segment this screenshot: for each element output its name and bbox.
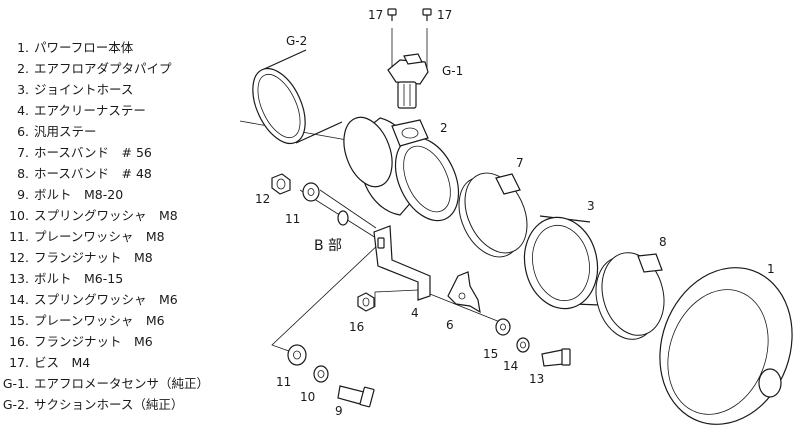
joint-hose <box>523 215 601 310</box>
parts-list-item: 8. ホースバンド # 48 <box>0 163 238 184</box>
part-number: 17. <box>9 355 29 370</box>
part-number: 13. <box>9 271 29 286</box>
part-number: 7. <box>17 145 29 160</box>
parts-list-item: 13. ボルト M6-15 <box>0 268 238 289</box>
spring-washer-m8 <box>313 365 329 383</box>
part-number: 16. <box>9 334 29 349</box>
callout-11-lower: 11 <box>276 375 291 389</box>
parts-list: 1. パワーフロー本体 2. エアフロアダプタパイプ 3. ジョイントホース 4. エア… <box>0 37 238 415</box>
callout-7: 7 <box>516 156 524 170</box>
callout-10: 10 <box>300 390 315 404</box>
parts-list-item: 9. ボルト M8-20 <box>0 184 238 205</box>
power-flow-body <box>659 267 793 425</box>
hose-band-48 <box>595 252 665 340</box>
callout-g2: G-2 <box>286 34 307 48</box>
parts-list-item: G-1. エアフロメータセンサ（純正） <box>0 373 238 394</box>
parts-list-item: 11. プレーンワッシャ M8 <box>0 226 238 247</box>
part-number: 9. <box>17 187 29 202</box>
part-name: 汎用ステー <box>34 124 97 139</box>
part-name: エアフロメータセンサ（純正） <box>34 376 210 391</box>
part-name: ホースバンド # 56 <box>34 145 152 160</box>
flange-nut-m8 <box>271 173 291 195</box>
callout-2: 2 <box>440 121 448 135</box>
airflow-adapter-pipe <box>343 116 460 222</box>
part-name: プレーンワッシャ M8 <box>34 229 165 244</box>
bolt-m6-15 <box>541 348 571 367</box>
callout-8: 8 <box>659 235 667 249</box>
plain-washer-m8-upper <box>302 182 320 202</box>
callout-3: 3 <box>587 199 595 213</box>
part-name: フランジナット M6 <box>34 334 153 349</box>
parts-list-item: 17. ビス M4 <box>0 352 238 373</box>
part-number: 14. <box>9 292 29 307</box>
parts-list-item: 7. ホースバンド # 56 <box>0 142 238 163</box>
part-name: エアクリーナステー <box>34 103 146 118</box>
callout-15: 15 <box>483 347 498 361</box>
parts-list-item: 15. プレーンワッシャ M6 <box>0 310 238 331</box>
callout-12: 12 <box>255 192 270 206</box>
screw-m4-right <box>422 8 432 21</box>
callout-16: 16 <box>349 320 364 334</box>
callout-11-upper: 11 <box>285 212 300 226</box>
parts-list-item: G-2. サクションホース（純正） <box>0 394 238 415</box>
air-cleaner-stay <box>373 225 431 301</box>
part-name: パワーフロー本体 <box>34 40 134 55</box>
part-number: 12. <box>9 250 29 265</box>
part-name: フランジナット M8 <box>34 250 153 265</box>
part-number: G-2. <box>2 397 29 412</box>
part-name: ビス M4 <box>34 355 91 370</box>
part-name: ボルト M6-15 <box>34 271 124 286</box>
part-name: プレーンワッシャ M6 <box>34 313 165 328</box>
part-name: サクションホース（純正） <box>34 397 184 412</box>
part-number: 8. <box>17 166 29 181</box>
part-number: 11. <box>9 229 29 244</box>
spring-washer-m6 <box>516 337 530 353</box>
part-number: 2. <box>17 61 29 76</box>
part-name: ホースバンド # 48 <box>34 166 152 181</box>
general-stay <box>447 271 481 314</box>
parts-list-item: 1. パワーフロー本体 <box>0 37 238 58</box>
spring-washer-b <box>337 210 349 226</box>
hose-band-56 <box>458 172 528 258</box>
plain-washer-m8-lower <box>287 344 307 366</box>
parts-list-item: 3. ジョイントホース <box>0 79 238 100</box>
callout-4: 4 <box>411 306 419 320</box>
part-number: G-1. <box>2 376 29 391</box>
part-name: スプリングワッシャ M6 <box>34 292 178 307</box>
part-number: 4. <box>17 103 29 118</box>
airflow-meter-sensor-g1 <box>387 53 429 109</box>
parts-list-item: 4. エアクリーナステー <box>0 100 238 121</box>
part-number: 6. <box>17 124 29 139</box>
part-name: ジョイントホース <box>34 82 134 97</box>
part-number: 3. <box>17 82 29 97</box>
suction-hose-g2 <box>252 49 343 145</box>
screw-m4-left <box>387 8 397 21</box>
parts-list-item: 14. スプリングワッシャ M6 <box>0 289 238 310</box>
parts-list-item: 10. スプリングワッシャ M8 <box>0 205 238 226</box>
part-number: 15. <box>9 313 29 328</box>
callout-17-right: 17 <box>437 8 452 22</box>
flange-nut-m6 <box>357 292 375 312</box>
callout-g1: G-1 <box>442 64 463 78</box>
part-name: スプリングワッシャ M8 <box>34 208 178 223</box>
bolt-m8-20 <box>337 385 375 408</box>
parts-list-item: 12. フランジナット M8 <box>0 247 238 268</box>
parts-list-item: 2. エアフロアダプタパイプ <box>0 58 238 79</box>
callout-6: 6 <box>446 318 454 332</box>
callout-b-part: B 部 <box>314 238 342 254</box>
callout-13: 13 <box>529 372 544 386</box>
part-name: ボルト M8-20 <box>34 187 124 202</box>
part-name: エアフロアダプタパイプ <box>34 61 172 76</box>
callout-9: 9 <box>335 404 343 418</box>
parts-list-item: 16. フランジナット M6 <box>0 331 238 352</box>
part-number: 1. <box>17 40 29 55</box>
parts-list-item: 6. 汎用ステー <box>0 121 238 142</box>
callout-17-left: 17 <box>368 8 383 22</box>
plain-washer-m6 <box>495 318 511 336</box>
part-number: 10. <box>9 208 29 223</box>
callout-1: 1 <box>767 262 775 276</box>
callout-14: 14 <box>503 359 518 373</box>
